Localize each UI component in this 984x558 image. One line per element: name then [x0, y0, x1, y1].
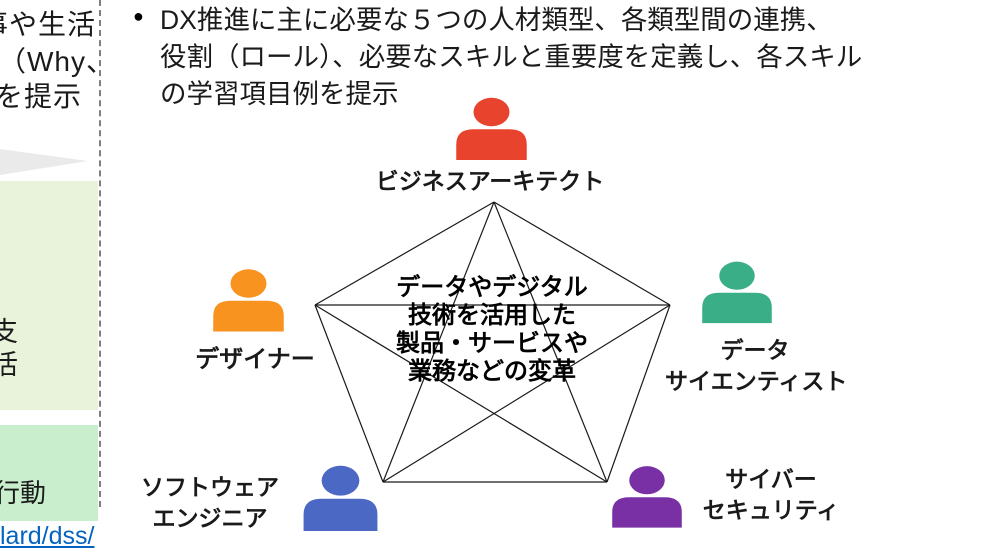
- dashed-divider: [99, 0, 101, 507]
- clipped-text-line: を提示: [0, 81, 83, 112]
- role-label-cyber-security: サイバー セキュリティ: [696, 464, 846, 526]
- role-label-data-scientist: データ サイエンティスト: [665, 335, 848, 397]
- diagram-center-text: データやデジタル 技術を活用した 製品・サービスや 業務などの変革: [362, 274, 622, 386]
- role-label-line: ソフトウェア: [141, 474, 279, 500]
- role-label-line: データ: [720, 337, 790, 363]
- header-line: DX推進に主に必要な５つの人材類型、各類型間の連携、: [160, 5, 833, 35]
- role-label-line: セキュリティ: [702, 497, 840, 523]
- center-text-line: 製品・サービスや: [396, 330, 588, 357]
- center-text-line: 技術を活用した: [408, 302, 576, 329]
- gray-arrow-shape: [0, 149, 88, 175]
- header-line: の学習項目例を提示: [160, 79, 399, 109]
- center-text-line: データやデジタル: [396, 274, 588, 301]
- role-label-line: サイバー: [725, 466, 817, 492]
- role-label-designer: デザイナー: [195, 346, 315, 373]
- bullet-marker: ●: [133, 6, 144, 26]
- left-clipped-panel: 事や生活 （Why、 を提示 支 活 行動 lard/dss/: [0, 0, 100, 558]
- clipped-text-line: （Why、: [0, 46, 100, 77]
- header-line: 役割（ロール）、必要なスキルと重要度を定義し、各スキル: [160, 42, 863, 72]
- green-panel-bottom: 行動: [0, 425, 98, 521]
- person-icon-software-engineer: [303, 465, 378, 531]
- role-label-line: エンジニア: [152, 505, 268, 531]
- clipped-text-line: 事や生活: [0, 9, 97, 40]
- green-panel-top-char: 活: [0, 350, 18, 380]
- green-panel-bottom-label: 行動: [0, 478, 47, 508]
- center-text-line: 業務などの変革: [408, 358, 576, 385]
- green-panel-top-char: 支: [0, 317, 18, 347]
- role-label-business-architect: ビジネスアーキテクト: [375, 168, 605, 194]
- person-icon-cyber-security: [612, 466, 682, 528]
- role-label-line: サイエンティスト: [665, 368, 848, 394]
- person-icon-designer: [213, 269, 284, 332]
- role-label-software-engineer: ソフトウェア エンジニア: [135, 472, 285, 534]
- green-panel-top: 支 活: [0, 181, 98, 410]
- person-icon-data-scientist: [702, 261, 772, 324]
- skill-standard-link[interactable]: lard/dss/: [0, 522, 95, 550]
- person-icon-business-architect: [456, 97, 527, 160]
- header-bullet-text: DX推進に主に必要な５つの人材類型、各類型間の連携、 役割（ロール）、必要なスキ…: [160, 2, 880, 113]
